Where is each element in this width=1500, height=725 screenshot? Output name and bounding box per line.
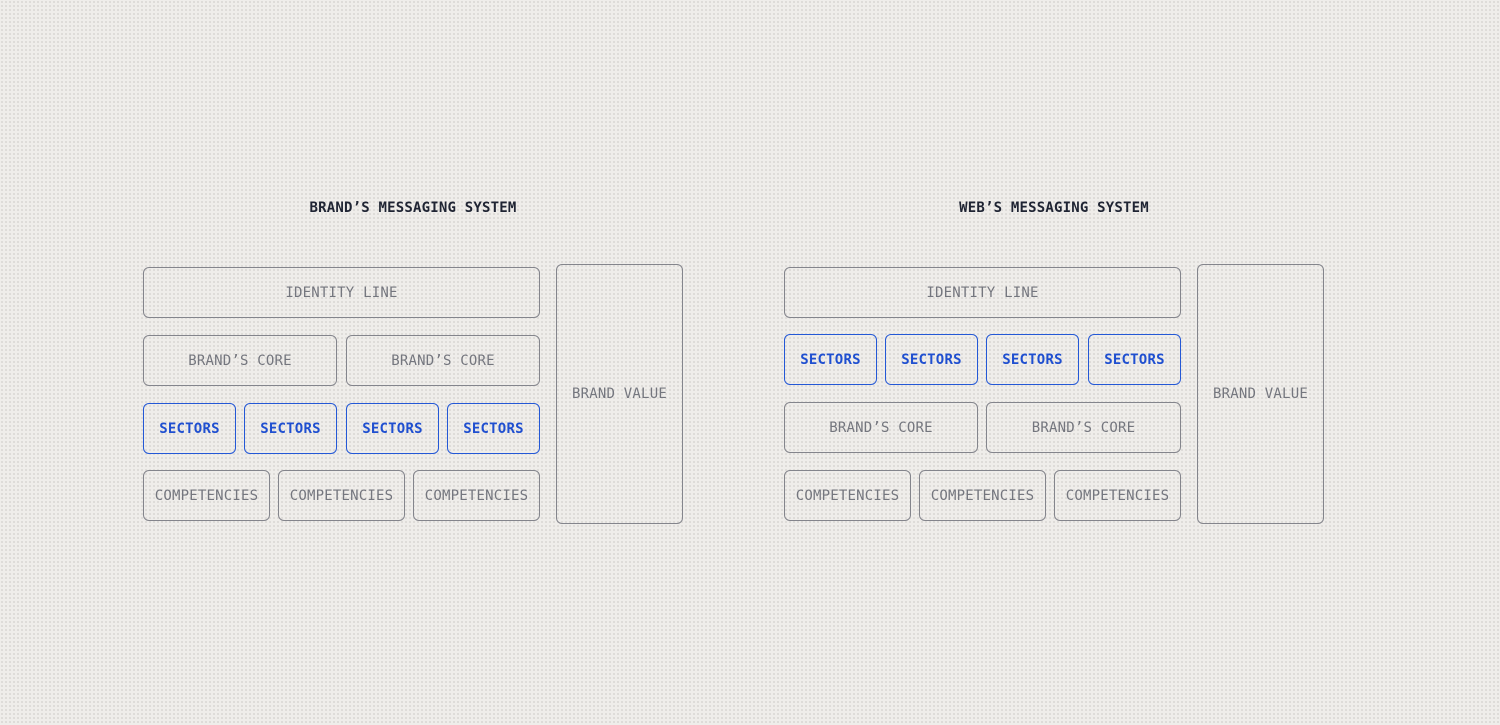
sector-box: SECTORS <box>885 334 978 385</box>
brand-value-box: BRAND VALUE <box>1197 264 1324 524</box>
diagram-title: BRAND’S MESSAGING SYSTEM <box>309 200 517 216</box>
identity-line-box: IDENTITY LINE <box>784 267 1181 318</box>
sector-box: SECTORS <box>346 403 439 454</box>
brand-core-box: BRAND’S CORE <box>986 402 1181 453</box>
sector-box: SECTORS <box>986 334 1079 385</box>
sectors-row: SECTORS SECTORS SECTORS SECTORS <box>784 334 1181 385</box>
core-row: BRAND’S CORE BRAND’S CORE <box>143 335 540 386</box>
sector-box: SECTORS <box>244 403 337 454</box>
competency-box: COMPETENCIES <box>919 470 1046 521</box>
sector-box: SECTORS <box>784 334 877 385</box>
diagram-title: WEB’S MESSAGING SYSTEM <box>959 200 1149 216</box>
core-row: BRAND’S CORE BRAND’S CORE <box>784 402 1181 453</box>
competency-box: COMPETENCIES <box>278 470 405 521</box>
brand-core-box: BRAND’S CORE <box>784 402 978 453</box>
web-messaging-diagram: WEB’S MESSAGING SYSTEM IDENTITY LINE SEC… <box>784 0 1324 725</box>
competency-box: COMPETENCIES <box>784 470 911 521</box>
competencies-row: COMPETENCIES COMPETENCIES COMPETENCIES <box>784 470 1181 521</box>
competency-box: COMPETENCIES <box>1054 470 1181 521</box>
competency-box: COMPETENCIES <box>143 470 270 521</box>
competency-box: COMPETENCIES <box>413 470 540 521</box>
competencies-row: COMPETENCIES COMPETENCIES COMPETENCIES <box>143 470 540 521</box>
sector-box: SECTORS <box>447 403 540 454</box>
identity-line-box: IDENTITY LINE <box>143 267 540 318</box>
sector-box: SECTORS <box>1088 334 1181 385</box>
brand-core-box: BRAND’S CORE <box>143 335 337 386</box>
brand-messaging-diagram: BRAND’S MESSAGING SYSTEM IDENTITY LINE B… <box>143 0 683 725</box>
brand-core-box: BRAND’S CORE <box>346 335 540 386</box>
sector-box: SECTORS <box>143 403 236 454</box>
brand-value-box: BRAND VALUE <box>556 264 683 524</box>
sectors-row: SECTORS SECTORS SECTORS SECTORS <box>143 403 540 454</box>
